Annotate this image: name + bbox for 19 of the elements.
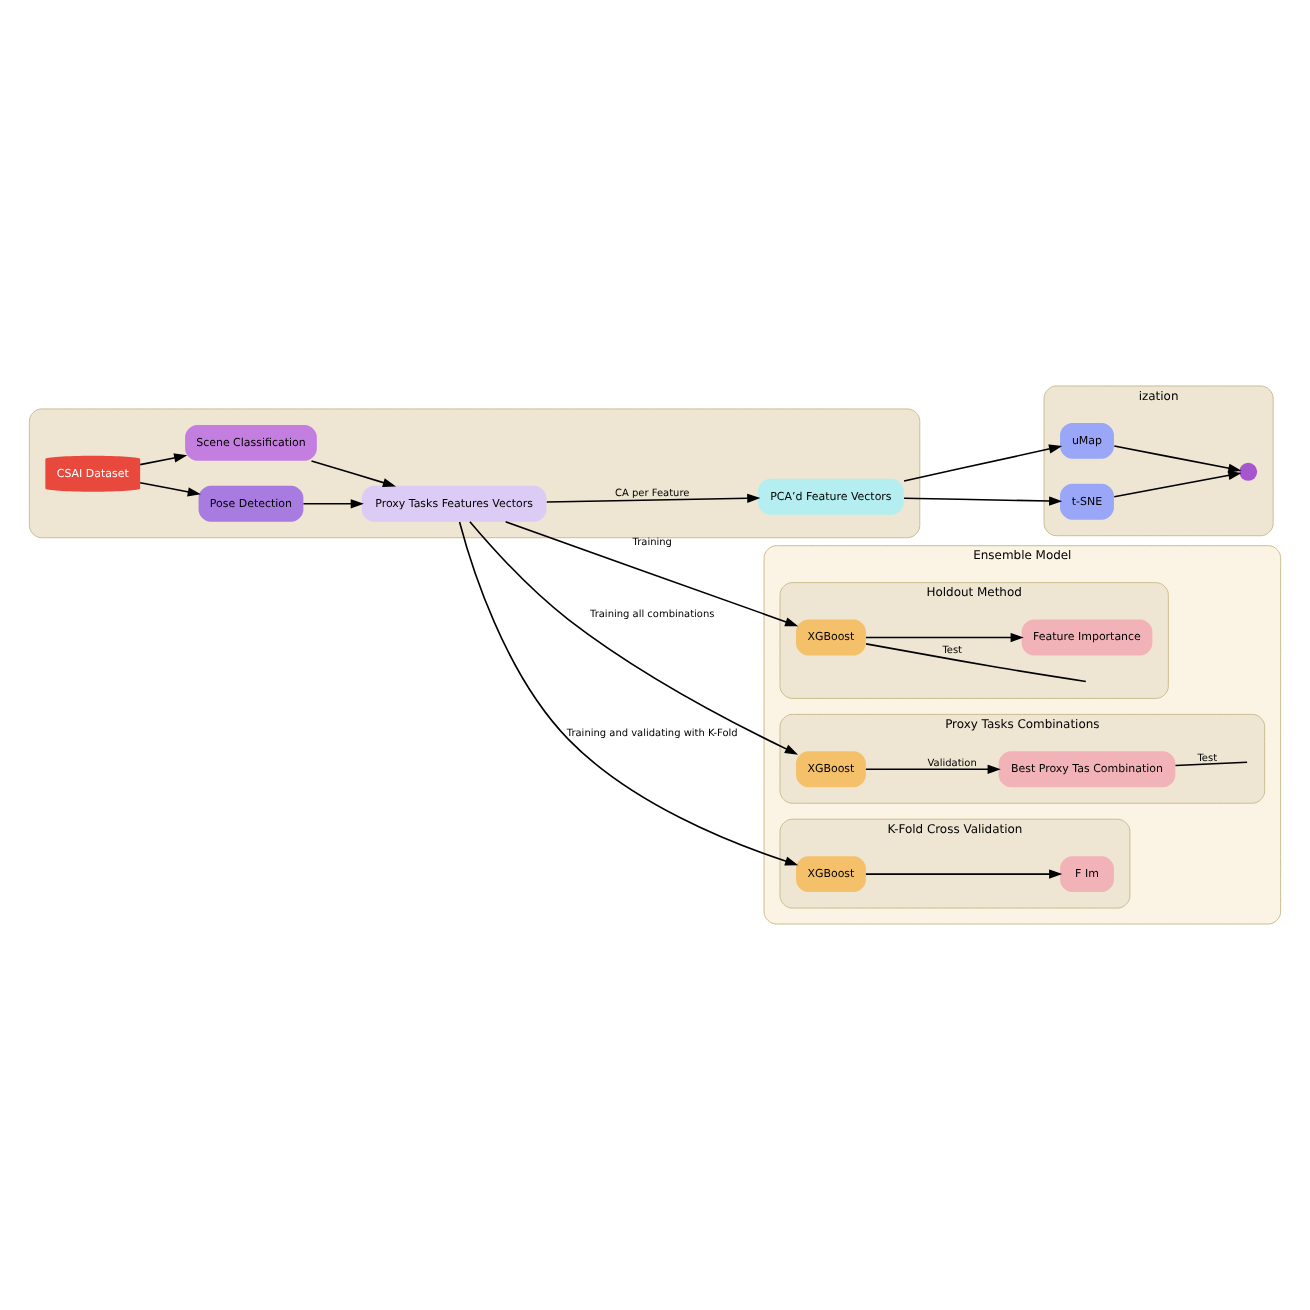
arrow (1113, 470, 1242, 498)
arrow (1113, 445, 1242, 473)
arrow (865, 764, 1001, 774)
node-circle (1239, 462, 1258, 481)
arrow (139, 453, 188, 466)
arrow (865, 632, 1024, 643)
arrow (302, 499, 364, 509)
cluster (28, 408, 921, 539)
arrow (469, 520, 799, 755)
arrow (139, 481, 201, 497)
connector (1174, 761, 1248, 767)
arrow (546, 493, 761, 503)
arrow (504, 521, 799, 627)
arrow (458, 521, 799, 866)
arrow (903, 444, 1063, 482)
arrow (903, 496, 1063, 506)
arrow (310, 460, 397, 488)
connector (865, 643, 1087, 683)
arrow (865, 869, 1063, 879)
